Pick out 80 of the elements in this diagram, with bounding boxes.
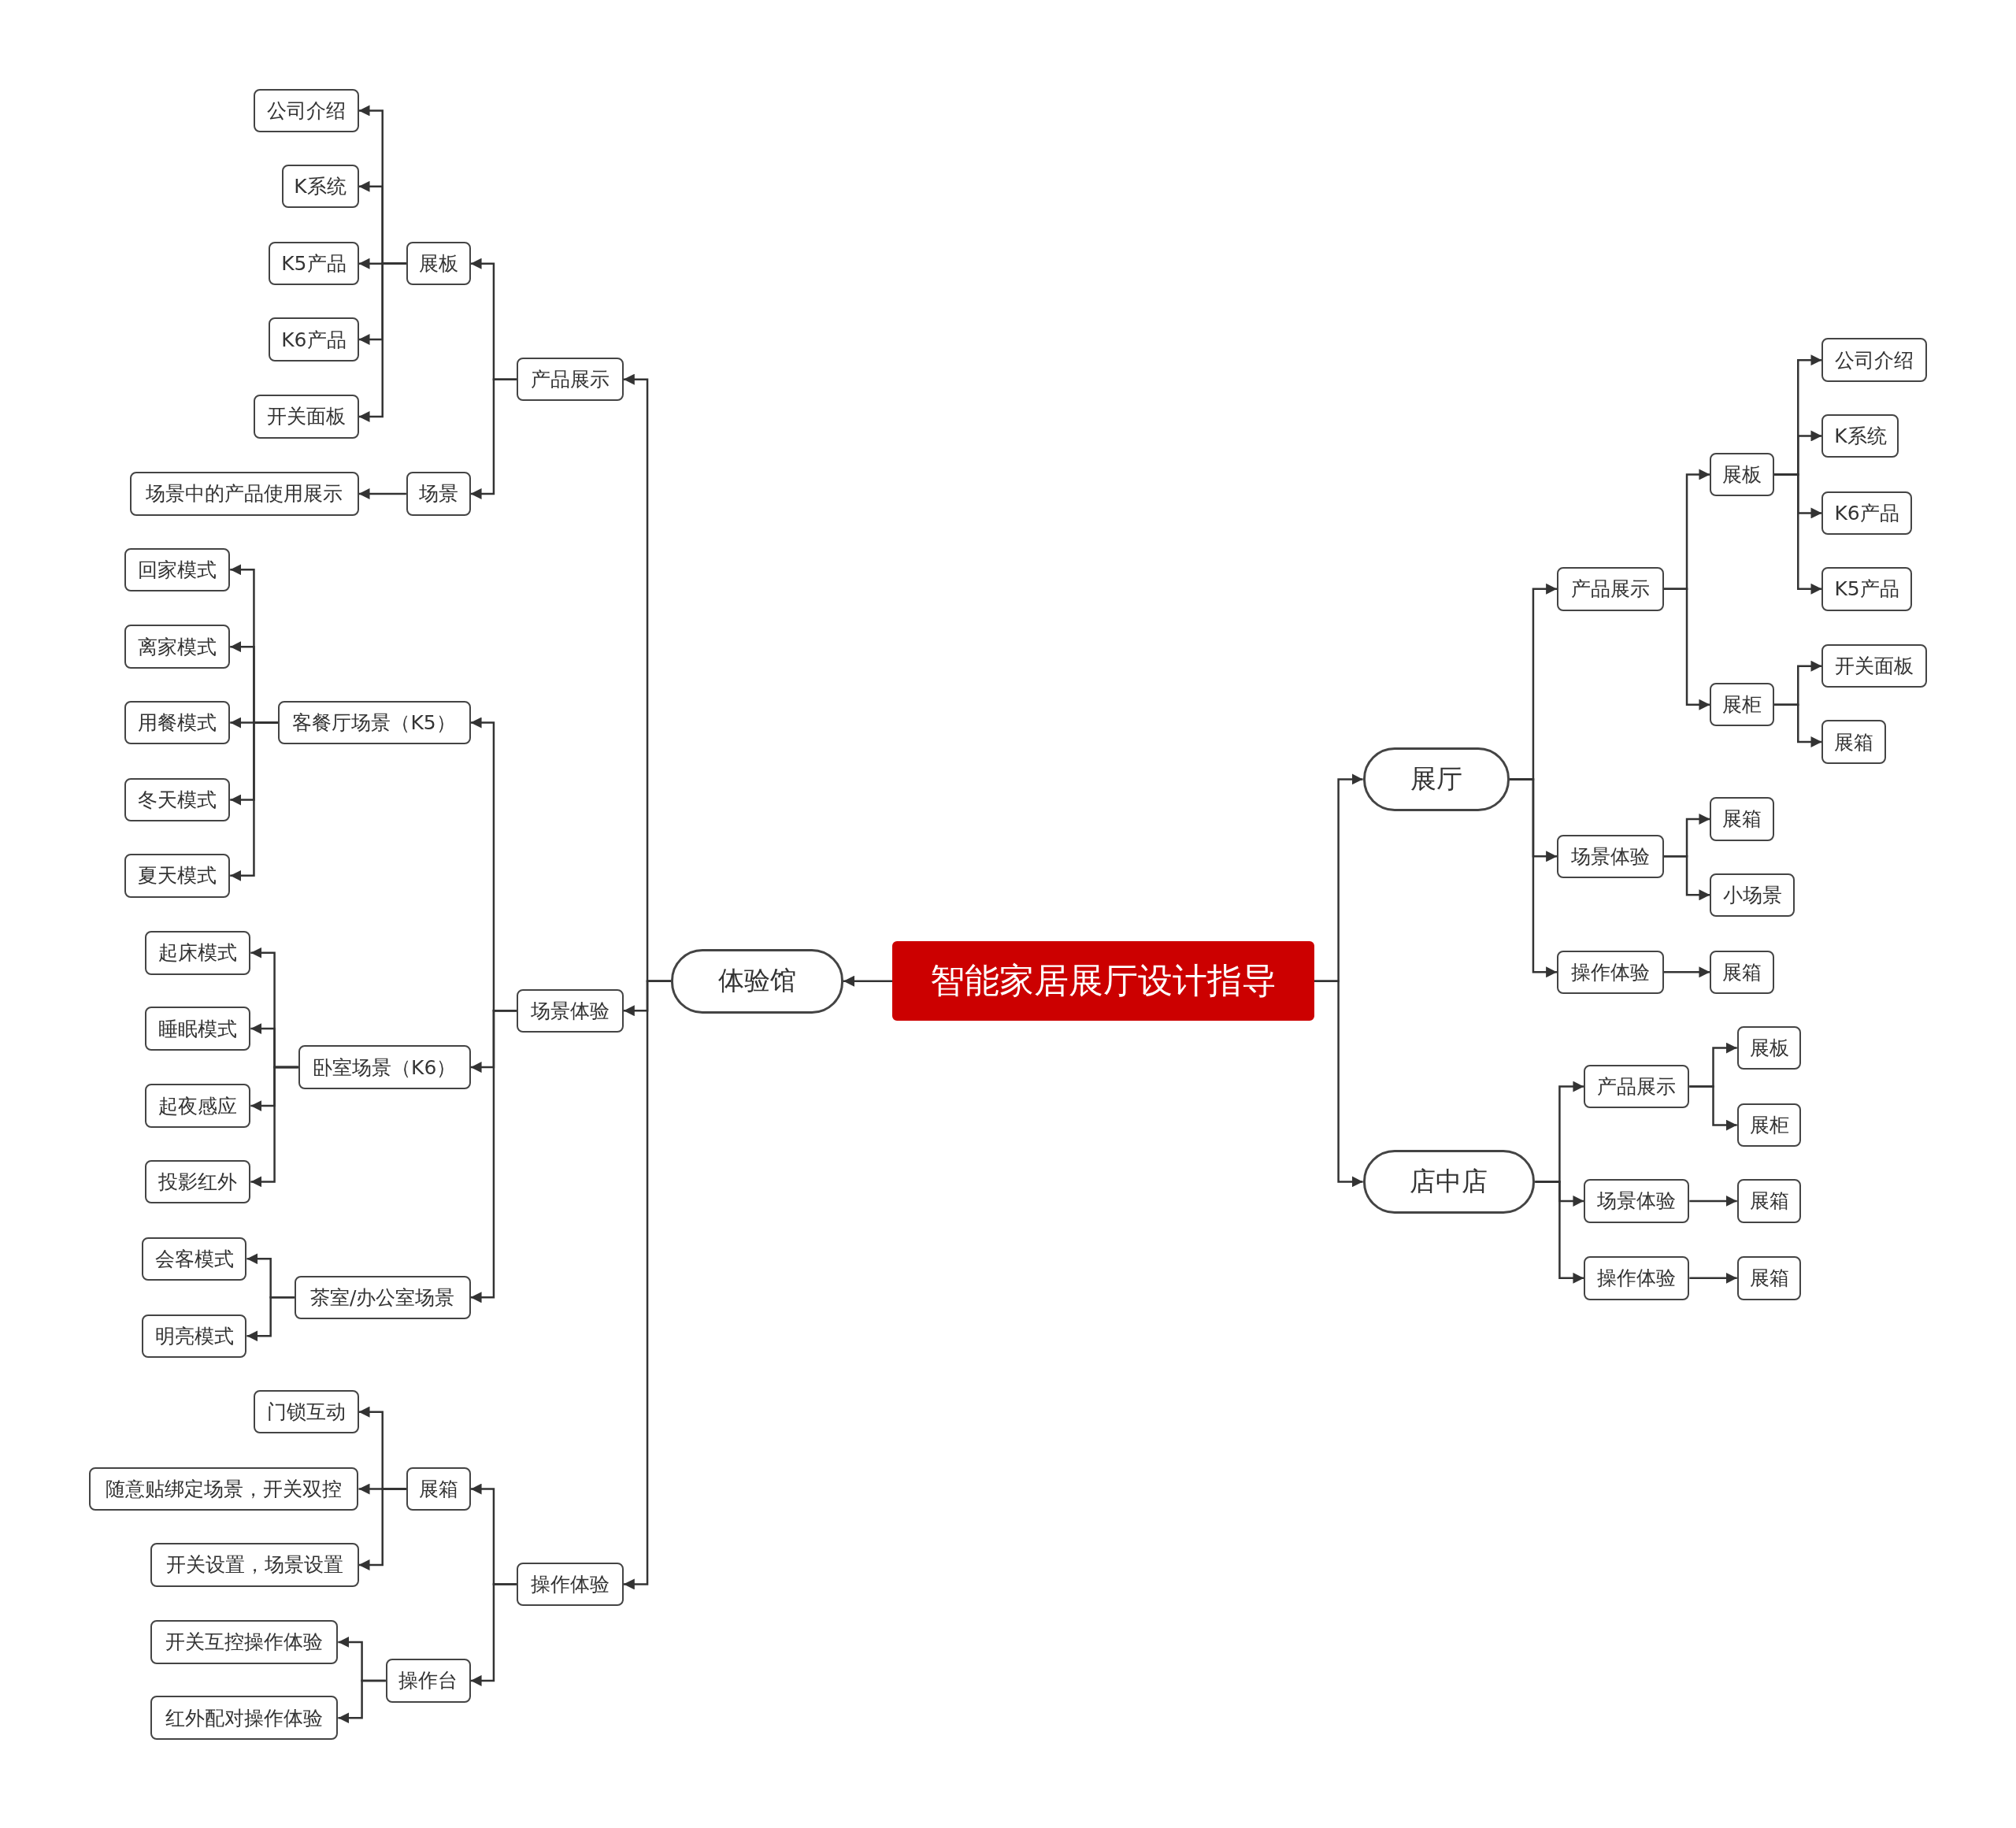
connector-arrow [358, 488, 406, 499]
topic-box: 展板 [1736, 1025, 1802, 1070]
topic-box: 起床模式 [145, 931, 251, 975]
connector-arrow [470, 378, 517, 499]
topic-box: 展板 [406, 241, 471, 286]
topic-box: 茶室/办公室场景 [294, 1275, 471, 1320]
topic-box: K5产品 [269, 241, 359, 286]
topic-box: 展箱 [406, 1466, 471, 1511]
topic-box: 小场景 [1710, 873, 1796, 918]
connector-arrow [470, 1583, 517, 1686]
connector-arrow [1774, 703, 1822, 748]
connector-arrow [1689, 1085, 1737, 1131]
topic-box: 开关互控操作体验 [150, 1620, 339, 1664]
topic-box: 门锁互动 [253, 1389, 359, 1434]
topic-box: 公司介绍 [253, 88, 359, 133]
topic-box: 睡眠模式 [145, 1007, 251, 1051]
connector-arrow [1509, 778, 1558, 978]
topic-box: 操作体验 [517, 1562, 624, 1607]
topic-box: 投影红外 [145, 1159, 251, 1204]
topic-box: K6产品 [1821, 491, 1912, 536]
topic-box: 展箱 [1736, 1179, 1802, 1223]
connector-arrow [250, 1066, 298, 1188]
connector-arrow [1774, 473, 1822, 595]
topic-box: K系统 [281, 164, 359, 209]
topic-pill: 展厅 [1362, 747, 1510, 812]
connector-arrow [358, 262, 406, 422]
topic-box: K5产品 [1821, 567, 1912, 611]
connector-arrow [843, 975, 893, 987]
topic-box: 展箱 [1710, 950, 1775, 994]
topic-box: 展板 [1710, 452, 1775, 497]
connector-arrow [1535, 1181, 1584, 1284]
topic-box: 操作体验 [1584, 1256, 1690, 1300]
topic-box: 操作体验 [1557, 950, 1664, 994]
topic-box: 展箱 [1710, 797, 1775, 841]
central-topic-box: 智能家居展厅设计指导 [892, 941, 1314, 1022]
topic-box: 开关设置，场景设置 [150, 1543, 359, 1587]
topic-box: 场景 [406, 472, 471, 516]
connector-arrow [470, 1010, 517, 1303]
topic-box: 展箱 [1736, 1256, 1802, 1300]
connector-arrow [1663, 588, 1710, 710]
connector-arrow [1314, 980, 1363, 1188]
connector-arrow [623, 980, 672, 1590]
topic-box: 展柜 [1710, 682, 1775, 727]
topic-box: 操作台 [385, 1659, 471, 1703]
connector-arrow [246, 1296, 295, 1342]
topic-box: 夏天模式 [124, 854, 231, 898]
topic-box: 冬天模式 [124, 777, 231, 822]
topic-box: 场景中的产品使用展示 [129, 472, 359, 516]
topic-box: K系统 [1821, 413, 1899, 458]
connector-arrow [230, 721, 278, 881]
connector-arrow [1663, 966, 1710, 978]
topic-box: 红外配对操作体验 [150, 1696, 339, 1740]
topic-box: 场景体验 [517, 988, 624, 1033]
topic-box: 回家模式 [124, 547, 231, 591]
topic-box: 产品展示 [1557, 567, 1664, 611]
connector-arrow [1689, 1195, 1737, 1207]
topic-box: 展柜 [1736, 1103, 1802, 1148]
topic-box: 卧室场景（K6） [298, 1045, 471, 1089]
topic-pill: 体验馆 [671, 948, 843, 1014]
topic-box: 用餐模式 [124, 700, 231, 745]
topic-box: 随意贴绑定场景，开关双控 [88, 1466, 359, 1511]
topic-box: 离家模式 [124, 625, 231, 669]
topic-box: 展箱 [1821, 720, 1887, 764]
topic-box: 公司介绍 [1821, 338, 1928, 382]
connector-arrow [358, 1488, 406, 1570]
topic-box: 产品展示 [1584, 1064, 1690, 1109]
topic-box: 产品展示 [517, 357, 624, 402]
topic-pill: 店中店 [1362, 1149, 1536, 1214]
topic-box: 会客模式 [141, 1237, 247, 1281]
topic-box: 开关面板 [253, 395, 359, 439]
connector-arrow [1689, 1272, 1737, 1284]
topic-box: 客餐厅场景（K5） [277, 700, 471, 745]
connector-arrow [338, 1679, 386, 1724]
topic-box: 起夜感应 [145, 1084, 251, 1128]
connector-arrow [1663, 855, 1710, 901]
topic-box: 场景体验 [1557, 834, 1664, 879]
topic-box: 明亮模式 [141, 1314, 247, 1359]
topic-box: 场景体验 [1584, 1179, 1690, 1223]
topic-box: K6产品 [269, 317, 359, 362]
topic-box: 开关面板 [1821, 643, 1928, 688]
